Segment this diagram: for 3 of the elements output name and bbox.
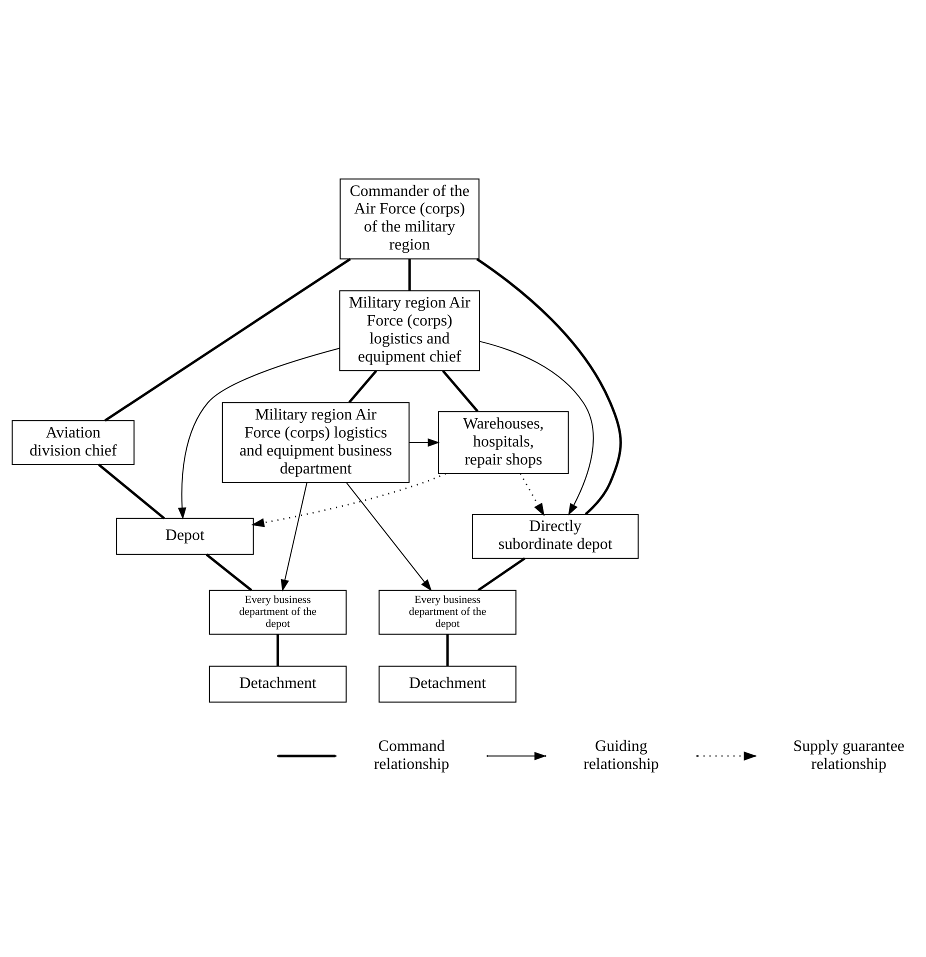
legend-label: Guiding relationship: [584, 738, 659, 773]
legend-label: Command relationship: [374, 738, 450, 773]
legend-label: Supply guarantee relationship: [793, 738, 905, 773]
